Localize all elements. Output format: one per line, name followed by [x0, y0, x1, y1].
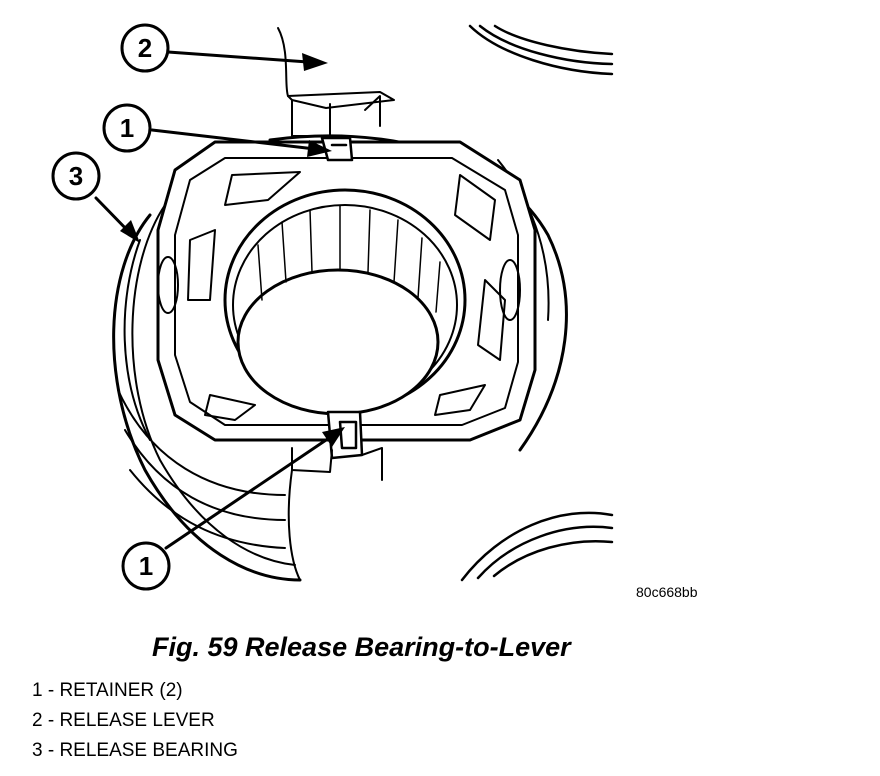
- legend-item: 2 - RELEASE LEVER: [32, 710, 215, 731]
- background-part-arcs: [460, 24, 614, 582]
- figure-code: 80c668bb: [636, 584, 698, 600]
- arrowhead-3: [120, 220, 140, 243]
- figure-caption: Fig. 59 Release Bearing-to-Lever: [152, 632, 571, 662]
- callout-2-circle: [120, 23, 170, 73]
- callout-1-top-label: 1: [120, 113, 134, 143]
- leader-2: [166, 50, 310, 64]
- callout-1-bottom-label: 1: [139, 551, 153, 581]
- leader-1-bottom: [164, 434, 334, 550]
- callout-2-label: 2: [138, 33, 152, 63]
- leader-1-top: [150, 128, 317, 151]
- release-bearing-body: [112, 134, 568, 582]
- arrowheads: [120, 53, 345, 447]
- arrowhead-1-bottom: [322, 427, 345, 447]
- callout-circles: [51, 23, 171, 591]
- callout-1-top-circle: [102, 103, 152, 153]
- callout-1-bottom-circle: [121, 541, 171, 591]
- arrowhead-1-top: [307, 140, 332, 157]
- leader-lines: [94, 50, 334, 550]
- release-lever-bottom: [287, 447, 383, 581]
- retainer-top: [320, 136, 354, 162]
- legend-item: 1 - RETAINER (2): [32, 680, 183, 701]
- release-lever-top: [277, 27, 395, 137]
- release-bearing-illustration: 2 1 3 1: [51, 23, 614, 591]
- legend: 1 - RETAINER (2) 2 - RELEASE LEVER 3 - R…: [32, 676, 238, 766]
- arrowhead-2: [302, 53, 328, 71]
- legend-item: 3 - RELEASE BEARING: [32, 740, 238, 761]
- callout-3-label: 3: [69, 161, 83, 191]
- callout-3-circle: [51, 151, 101, 201]
